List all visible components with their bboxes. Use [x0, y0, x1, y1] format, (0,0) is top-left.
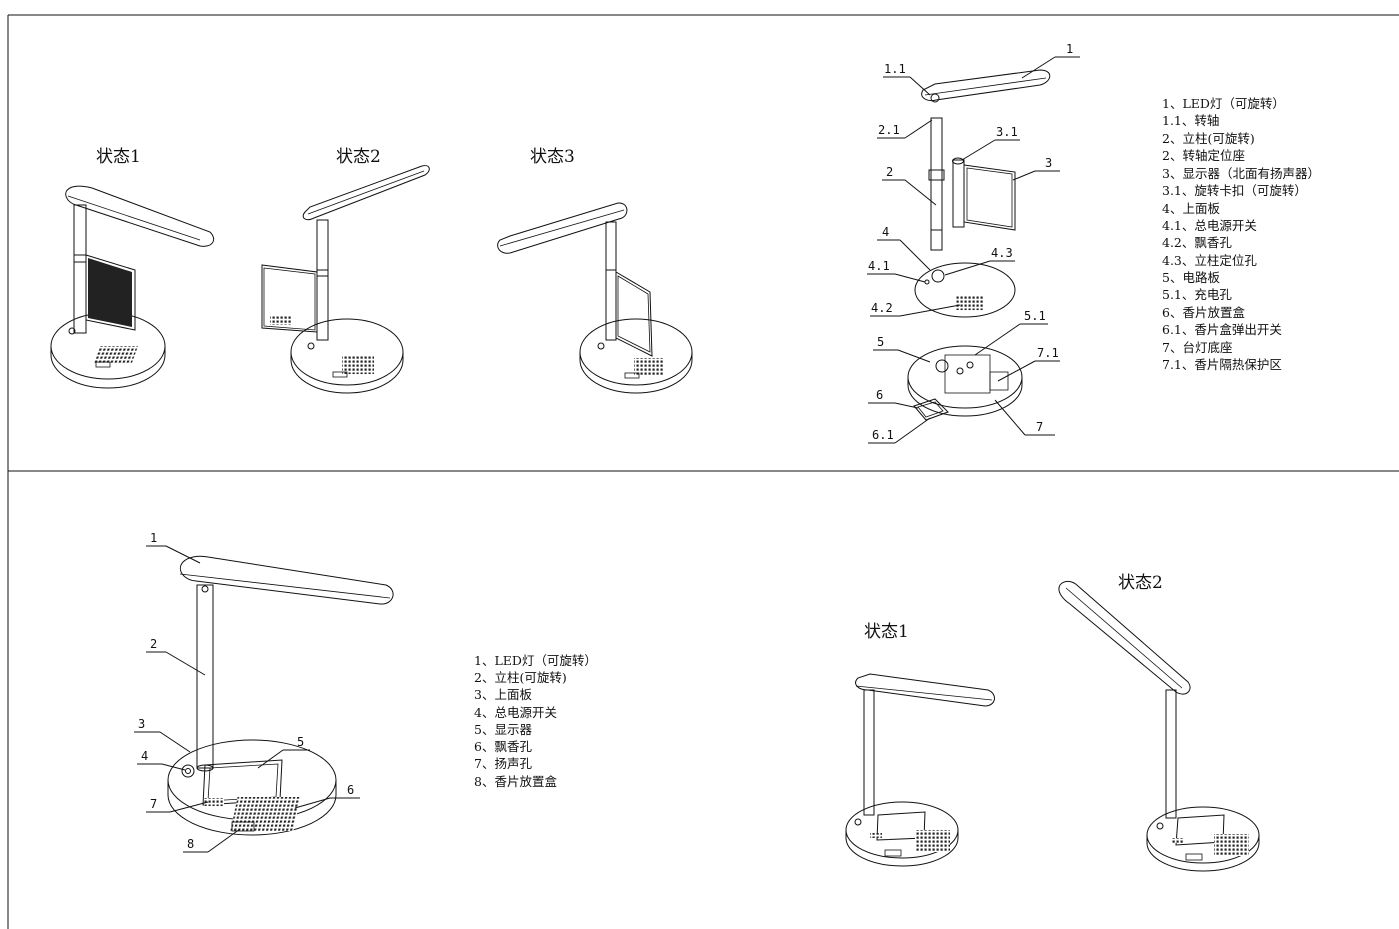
top-legend: 1、LED灯（可旋转） 1.1、转轴 2、立柱(可旋转) 2、转轴定位座 3、显…: [1162, 96, 1320, 372]
top-legend-line: 5、电路板: [1162, 270, 1220, 285]
label-4-1: 4.1: [868, 259, 890, 273]
callout-4: 4: [141, 749, 148, 763]
callout-3: 3: [138, 717, 145, 731]
lamp-state-3: 状态3: [497, 147, 693, 394]
top-legend-line: 3.1、旋转卡扣（可旋转）: [1162, 183, 1307, 198]
bottom-legend-line: 4、总电源开关: [474, 705, 557, 720]
top-legend-line: 1、LED灯（可旋转）: [1162, 96, 1285, 111]
top-legend-line: 1.1、转轴: [1162, 113, 1219, 128]
exploded-view: 1.1 1 2.1 3.1 3 2 4 4.3 4.1 4.2 5.1 5 7.…: [867, 42, 1080, 444]
state-1-title: 状态1: [96, 147, 141, 167]
bottom-lamp-state-2: 状态2: [1058, 573, 1260, 872]
bottom-lamp-state-1: 状态1: [845, 622, 995, 867]
state-2-title: 状态2: [336, 147, 381, 167]
top-legend-line: 7、台灯底座: [1162, 340, 1232, 355]
label-7: 7: [1036, 420, 1043, 434]
label-5-1: 5.1: [1024, 309, 1046, 323]
bottom-legend-line: 3、上面板: [474, 687, 532, 702]
top-legend-line: 6、香片放置盒: [1162, 305, 1245, 320]
callout-1: 1: [150, 531, 157, 545]
label-5: 5: [877, 335, 884, 349]
bottom-legend-line: 2、立柱(可旋转): [474, 670, 567, 685]
label-4-2: 4.2: [871, 301, 893, 315]
label-1: 1: [1066, 42, 1073, 56]
top-legend-line: 4.2、飘香孔: [1162, 235, 1232, 250]
lamp-state-1: 状态1: [50, 147, 215, 389]
bottom-legend: 1、LED灯（可旋转） 2、立柱(可旋转) 3、上面板 4、总电源开关 5、显示…: [474, 653, 597, 789]
top-legend-line: 2、立柱(可旋转): [1162, 131, 1255, 146]
top-legend-line: 2、转轴定位座: [1162, 148, 1245, 163]
bottom-legend-line: 8、香片放置盒: [474, 774, 557, 789]
bottom-state-1-title: 状态1: [864, 622, 909, 642]
top-legend-line: 7.1、香片隔热保护区: [1162, 357, 1282, 372]
bottom-legend-line: 7、扬声孔: [474, 756, 532, 771]
label-3: 3: [1045, 156, 1052, 170]
bottom-legend-line: 6、飘香孔: [474, 739, 532, 754]
top-legend-line: 3、显示器（北面有扬声器）: [1162, 166, 1320, 181]
callout-7: 7: [150, 797, 157, 811]
bottom-legend-line: 5、显示器: [474, 722, 532, 737]
top-legend-line: 4、上面板: [1162, 201, 1220, 216]
label-4-3: 4.3: [991, 246, 1013, 260]
label-2-1: 2.1: [878, 123, 900, 137]
label-1-1: 1.1: [884, 62, 906, 76]
label-6: 6: [876, 388, 883, 402]
label-4: 4: [882, 225, 889, 239]
callout-6: 6: [347, 783, 354, 797]
top-legend-line: 6.1、香片盒弹出开关: [1162, 322, 1282, 337]
top-legend-line: 4.1、总电源开关: [1162, 218, 1257, 233]
label-7-1: 7.1: [1037, 346, 1059, 360]
callout-8: 8: [187, 837, 194, 851]
callout-2: 2: [150, 637, 157, 651]
top-legend-line: 5.1、充电孔: [1162, 287, 1232, 302]
callout-5: 5: [297, 735, 304, 749]
bottom-state-2-title: 状态2: [1118, 573, 1163, 593]
drawing-frame: [7, 14, 1399, 929]
top-legend-line: 4.3、立柱定位孔: [1162, 253, 1257, 268]
state-3-title: 状态3: [530, 147, 575, 167]
label-3-1: 3.1: [996, 125, 1018, 139]
label-6-1: 6.1: [872, 428, 894, 442]
lamp-state-2: 状态2: [261, 147, 430, 394]
lamp-main-view: 1 2 3 4 5 6 7 8: [134, 531, 394, 853]
label-2: 2: [886, 165, 893, 179]
bottom-legend-line: 1、LED灯（可旋转）: [474, 653, 597, 668]
